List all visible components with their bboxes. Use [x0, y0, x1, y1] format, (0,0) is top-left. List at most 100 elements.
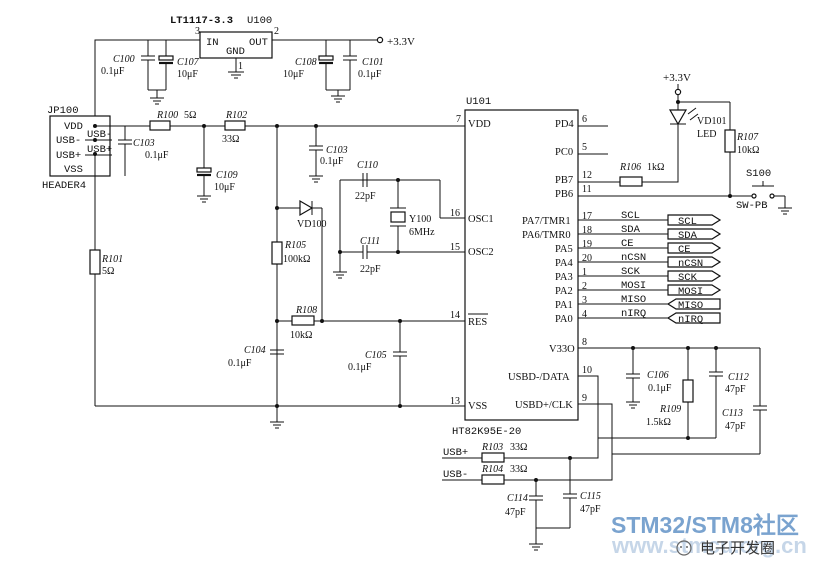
- regulator-name: LT1117-3.3: [170, 15, 233, 27]
- c113-value: 47pF: [725, 421, 746, 432]
- mcu-pin-pa2-num: 2: [582, 281, 587, 292]
- signal-net-label: MOSI: [621, 280, 646, 292]
- r105-ref: R105: [284, 240, 306, 251]
- mcu-pin-osc2: OSC2: [468, 247, 494, 258]
- mcu-pin-pa7: PA7/TMR1: [522, 216, 571, 227]
- signal-net-label: MISO: [621, 294, 646, 306]
- mcu-ref: U101: [466, 96, 491, 108]
- signal-flag-label: SDA: [678, 230, 698, 242]
- r100-value: 5Ω: [184, 110, 196, 121]
- mcu-pin-vss-num: 13: [450, 396, 460, 407]
- r105-value: 100kΩ: [283, 254, 310, 265]
- c104-value: 0.1μF: [228, 358, 252, 369]
- c114-ref: C114: [507, 493, 528, 504]
- signal-flag-label: SCL: [678, 216, 697, 228]
- mcu-pin-pa0-num: 4: [582, 309, 587, 320]
- oscillator-network: C110 22pF C111 22pF Y100 6MHz: [333, 160, 465, 279]
- switch-ref: S100: [746, 168, 771, 180]
- regulator-pin-in-num: 3: [195, 26, 200, 37]
- mcu-pin-res: RES: [468, 317, 487, 328]
- c103b-value: 0.1μF: [320, 156, 344, 167]
- regulator-ref: U100: [247, 15, 272, 27]
- mcu-pin-vdd: VDD: [468, 119, 491, 130]
- mcu-pin-usbdm-num: 10: [582, 365, 592, 376]
- c108-ref: C108: [295, 57, 317, 68]
- c107-ref: C107: [177, 57, 200, 68]
- watermark-subtitle: 电子开发圈: [700, 539, 775, 557]
- r105: [271, 241, 283, 265]
- mcu-pin-pa6-num: 18: [582, 225, 592, 236]
- regulator-pin-gnd: GND: [226, 46, 245, 58]
- signal-flag-label: nCSN: [678, 258, 703, 270]
- mcu-pin-pb6: PB6: [555, 189, 573, 200]
- c111-value: 22pF: [360, 264, 381, 275]
- switch-contact-a: [751, 193, 757, 199]
- mcu-pin-pa3-num: 1: [582, 267, 587, 278]
- r104-ref: R104: [481, 464, 503, 475]
- c106-value: 0.1μF: [648, 383, 672, 394]
- c109-ref: C109: [216, 170, 238, 181]
- c108-value: 10μF: [283, 69, 304, 80]
- vss-rail: R101 5Ω: [89, 154, 465, 429]
- mcu-pin-pd4-num: 6: [582, 114, 587, 125]
- r108-ref: R108: [295, 305, 317, 316]
- signal-flag-label: CE: [678, 244, 691, 256]
- c105-value: 0.1μF: [348, 362, 372, 373]
- mcu-part: HT82K95E-20: [452, 426, 521, 438]
- r108: [291, 315, 315, 326]
- vd101-ref: VD101: [697, 116, 726, 127]
- r107: [724, 129, 736, 153]
- c101-value: 0.1μF: [358, 69, 382, 80]
- vdd-rail: R100 5Ω R102 33Ω C103 0.1μF C109 10μF C1…: [95, 110, 465, 203]
- r101-ref: R101: [101, 254, 123, 265]
- c115-ref: C115: [580, 491, 601, 502]
- signal-net-label: CE: [621, 238, 634, 250]
- c113-ref: C113: [722, 408, 743, 419]
- mcu-pin-pa2: PA2: [555, 286, 573, 297]
- mcu-pin-pa4: PA4: [555, 258, 573, 269]
- mcu-pin-pa3: PA3: [555, 272, 573, 283]
- crystal-ref: Y100: [409, 214, 431, 225]
- r108-value: 10kΩ: [290, 330, 312, 341]
- c100-ref: C100: [113, 54, 135, 65]
- header-pin-vdd: VDD: [64, 121, 83, 133]
- mcu-pin-usbdm: USBD-/DATA: [508, 372, 570, 383]
- c101-ref: C101: [362, 57, 384, 68]
- r102: [224, 120, 246, 131]
- r106: [619, 176, 643, 187]
- mcu-pin-pc0-num: 5: [582, 142, 587, 153]
- mcu-pin-pb7-num: 12: [582, 170, 592, 181]
- r101: [89, 249, 101, 275]
- switch-contact-b: [769, 193, 775, 199]
- switch-value: SW-PB: [736, 200, 768, 212]
- signal-flag: [667, 242, 722, 254]
- signal-flag: [667, 256, 722, 268]
- mcu-pin-pa0: PA0: [555, 314, 573, 325]
- c106-ref: C106: [647, 370, 669, 381]
- mcu-pin-v33o-num: 8: [582, 337, 587, 348]
- mcu-u101: U101 HT82K95E-20 VDD 7 OSC1 16 OSC2 15 R…: [450, 96, 608, 438]
- signal-flag-label: SCK: [678, 272, 698, 284]
- r109-ref: R109: [659, 404, 681, 415]
- r107-value: 10kΩ: [737, 145, 759, 156]
- regulator-pin-out-num: 2: [274, 26, 279, 37]
- header-pin-usbp: USB+: [56, 150, 81, 162]
- mcu-pin-vss: VSS: [468, 401, 487, 412]
- header-ref: JP100: [47, 105, 79, 117]
- regulator-pin-gnd-num: 1: [238, 61, 243, 72]
- c103a-value: 0.1μF: [145, 150, 169, 161]
- mcu-pin-pa5: PA5: [555, 244, 573, 255]
- net-usbm-header: USB-: [87, 129, 112, 141]
- led-supply-label: +3.3V: [663, 72, 691, 84]
- regulator-pin-in: IN: [206, 37, 219, 49]
- supply-label: +3.3V: [387, 36, 415, 48]
- signal-flag: [666, 312, 721, 324]
- signal-flag: [667, 228, 722, 240]
- mcu-pin-pd4: PD4: [555, 119, 574, 130]
- r106-value: 1kΩ: [647, 162, 664, 173]
- signal-flag: [667, 270, 722, 282]
- c114-value: 47pF: [505, 507, 526, 518]
- net-usbp: USB+: [443, 447, 468, 459]
- signal-net-label: SCK: [621, 266, 641, 278]
